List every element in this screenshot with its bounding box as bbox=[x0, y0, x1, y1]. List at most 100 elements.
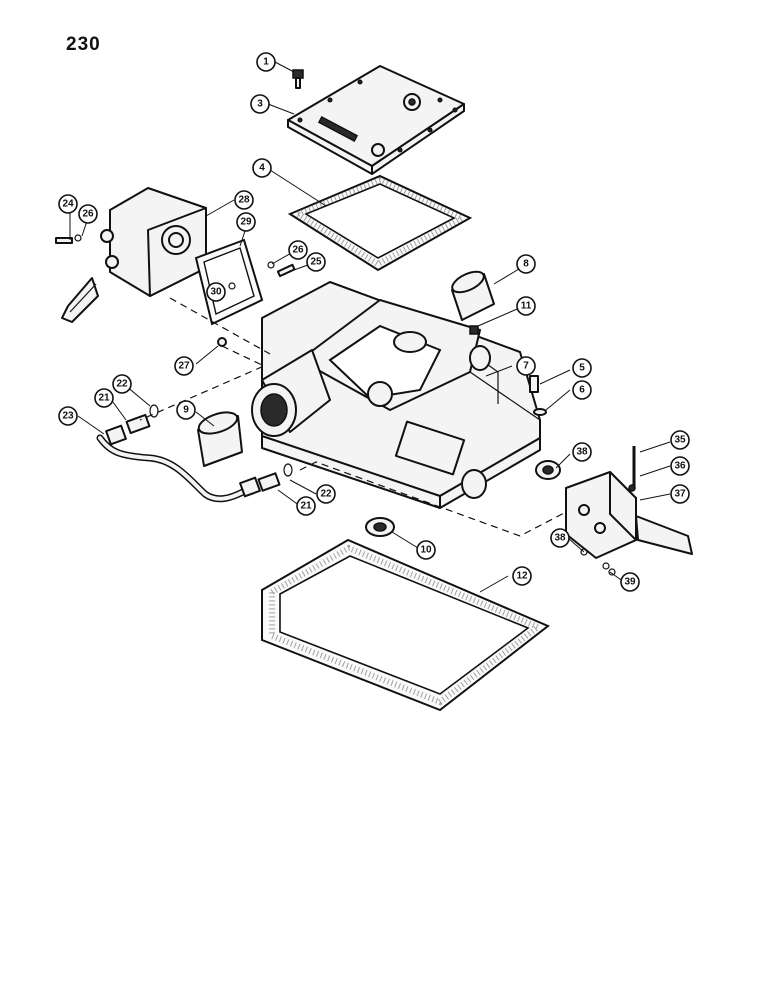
callout-circle bbox=[512, 566, 532, 586]
callout-circle bbox=[620, 572, 640, 592]
control-valve bbox=[565, 446, 693, 559]
callout-label: 35 bbox=[674, 435, 686, 446]
callout-22: 22 bbox=[112, 374, 132, 394]
callout-label: 1 bbox=[263, 57, 269, 68]
callout-8: 8 bbox=[516, 254, 536, 274]
callout-label: 24 bbox=[62, 199, 74, 210]
callout-circle bbox=[670, 456, 690, 476]
callout-circle bbox=[234, 190, 254, 210]
callout-26: 26 bbox=[288, 240, 308, 260]
callout-circle bbox=[58, 194, 78, 214]
callout-circle bbox=[252, 158, 272, 178]
callout-label: 9 bbox=[183, 405, 189, 416]
sump-gasket bbox=[261, 538, 550, 712]
callout-label: 38 bbox=[554, 533, 566, 544]
callout-circle bbox=[206, 282, 226, 302]
callout-28: 28 bbox=[234, 190, 254, 210]
callout-circle bbox=[516, 356, 536, 376]
callout-label: 8 bbox=[523, 259, 529, 270]
callout-label: 25 bbox=[310, 257, 322, 268]
oil-tube bbox=[96, 424, 261, 503]
callout-label: 26 bbox=[292, 245, 304, 256]
seals bbox=[365, 460, 561, 537]
callout-37: 37 bbox=[670, 484, 690, 504]
callout-circle bbox=[572, 380, 592, 400]
callout-circle bbox=[516, 296, 536, 316]
callout-label: 28 bbox=[238, 195, 250, 206]
callout-label: 11 bbox=[521, 301, 532, 312]
callout-24: 24 bbox=[58, 194, 78, 214]
callout-circle bbox=[296, 496, 316, 516]
callout-circle bbox=[236, 212, 256, 232]
callout-5: 5 bbox=[572, 358, 592, 378]
callout-label: 3 bbox=[257, 99, 263, 110]
callout-label: 6 bbox=[579, 385, 585, 396]
callout-circle bbox=[288, 240, 308, 260]
page-number: 230 bbox=[66, 34, 101, 55]
callout-circle bbox=[256, 52, 276, 72]
callout-label: 39 bbox=[624, 577, 636, 588]
callout-circle bbox=[416, 540, 436, 560]
callout-label: 21 bbox=[300, 501, 312, 512]
callout-label: 30 bbox=[210, 287, 222, 298]
callout-12: 12 bbox=[512, 566, 532, 586]
callout-circle bbox=[572, 442, 592, 462]
callout-label: 37 bbox=[674, 489, 686, 500]
callout-38: 38 bbox=[550, 528, 570, 548]
callout-23: 23 bbox=[58, 406, 78, 426]
callout-circle bbox=[78, 204, 98, 224]
callout-38: 38 bbox=[572, 442, 592, 462]
callout-label: 22 bbox=[116, 379, 128, 390]
callout-label: 38 bbox=[576, 447, 588, 458]
callout-label: 23 bbox=[62, 411, 74, 422]
fittings bbox=[125, 404, 293, 492]
callout-26: 26 bbox=[78, 204, 98, 224]
callout-6: 6 bbox=[572, 380, 592, 400]
callout-label: 26 bbox=[82, 209, 94, 220]
callout-27: 27 bbox=[174, 356, 194, 376]
cover-gasket bbox=[287, 174, 473, 272]
callout-label: 5 bbox=[579, 363, 585, 374]
callout-29: 29 bbox=[236, 212, 256, 232]
callout-22: 22 bbox=[316, 484, 336, 504]
callout-circle bbox=[112, 374, 132, 394]
main-housing bbox=[251, 281, 541, 509]
callout-label: 27 bbox=[178, 361, 190, 372]
callout-circle bbox=[316, 484, 336, 504]
callout-1: 1 bbox=[256, 52, 276, 72]
callout-30: 30 bbox=[206, 282, 226, 302]
callout-circle bbox=[306, 252, 326, 272]
callout-circle bbox=[670, 484, 690, 504]
leader-lines bbox=[69, 61, 671, 593]
callout-3: 3 bbox=[250, 94, 270, 114]
small-hardware bbox=[55, 234, 616, 576]
cover-bolt bbox=[292, 69, 304, 89]
callout-7: 7 bbox=[516, 356, 536, 376]
callout-circle bbox=[550, 528, 570, 548]
callout-circle bbox=[670, 430, 690, 450]
callout-label: 36 bbox=[674, 461, 686, 472]
callout-label: 29 bbox=[240, 217, 252, 228]
callout-circle bbox=[516, 254, 536, 274]
callout-21: 21 bbox=[296, 496, 316, 516]
callout-35: 35 bbox=[670, 430, 690, 450]
callout-circle bbox=[94, 388, 114, 408]
callout-label: 22 bbox=[320, 489, 332, 500]
callout-11: 11 bbox=[516, 296, 536, 316]
callout-label: 4 bbox=[259, 163, 265, 174]
callout-label: 21 bbox=[98, 393, 110, 404]
callout-36: 36 bbox=[670, 456, 690, 476]
callout-circle bbox=[176, 400, 196, 420]
callout-label: 7 bbox=[523, 361, 529, 372]
callout-circle bbox=[58, 406, 78, 426]
callout-9: 9 bbox=[176, 400, 196, 420]
callout-circle bbox=[572, 358, 592, 378]
callout-circle bbox=[250, 94, 270, 114]
callout-39: 39 bbox=[620, 572, 640, 592]
callout-circle bbox=[174, 356, 194, 376]
callout-21: 21 bbox=[94, 388, 114, 408]
callout-25: 25 bbox=[306, 252, 326, 272]
callout-label: 12 bbox=[516, 571, 528, 582]
callout-layer: 1 3 4 24 26 28 29 26 25 30 8 11 27 7 5 6 22 21 23 9 38 35 36 37… bbox=[58, 52, 690, 592]
top-cover-plate bbox=[287, 65, 465, 175]
